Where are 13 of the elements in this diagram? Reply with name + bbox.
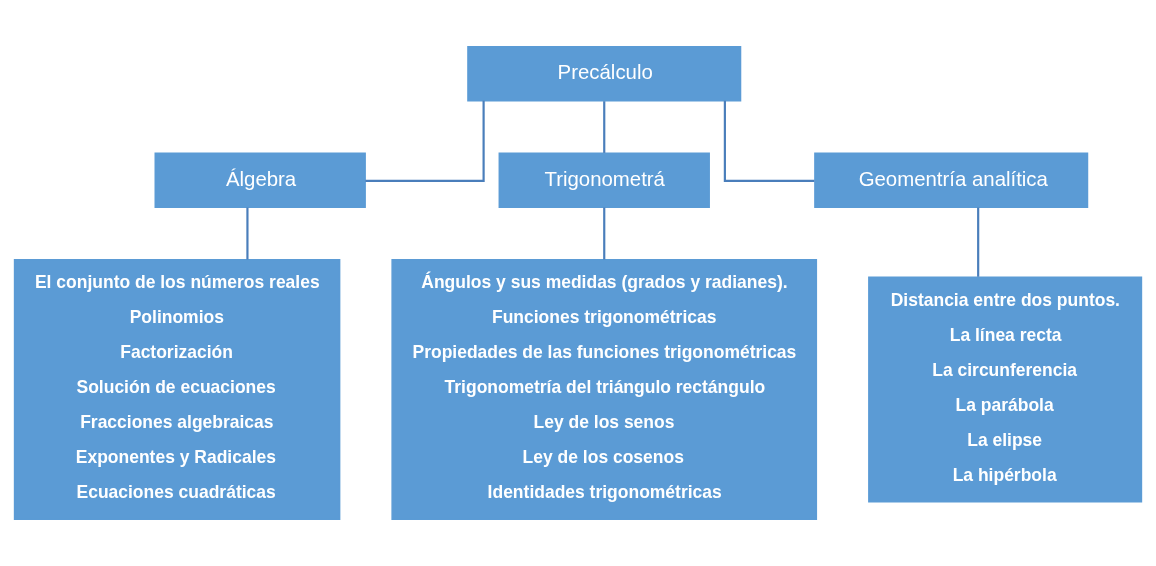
node-box: Álgebra	[154, 152, 366, 208]
connector	[603, 101, 606, 153]
node-box: Precálculo	[467, 46, 742, 102]
node-box: El conjunto de los números reales Polinomios Factorización Solución de ecuaciones Fracciones algebraicas Exponentes y Radicales Ecuaciones cuadráticas	[13, 258, 341, 520]
node-box: Ángulos y sus medidas (grados y radianes). Funciones trigonométricas Propiedades de las funciones trigonométricas Trigonometría del triángulo rectángulo Ley de los senos Ley de los cosenos Identidades trigonométricas	[391, 258, 818, 520]
connector	[603, 207, 606, 260]
connector	[723, 100, 815, 183]
connector	[365, 100, 485, 183]
connector	[977, 207, 980, 277]
connector	[246, 207, 249, 260]
node-box: Geomentría analítica	[814, 152, 1089, 208]
node-box: Distancia entre dos puntos. La línea recta La circunferencia La parábola La elipse La hipérbola	[868, 276, 1143, 503]
node-box: Trigonometrá	[498, 152, 710, 208]
